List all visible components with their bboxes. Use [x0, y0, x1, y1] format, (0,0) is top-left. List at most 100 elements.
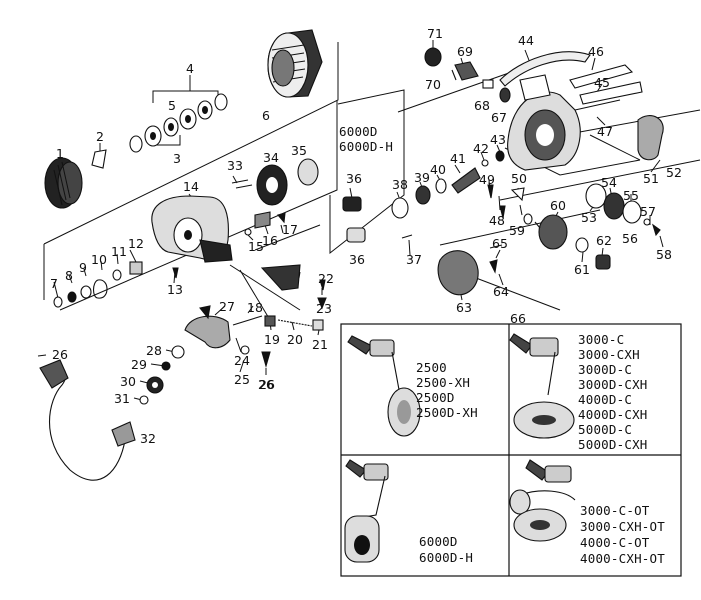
part-number-label: 25 — [234, 372, 250, 387]
handle-variant-1-model: 2500D — [416, 390, 455, 405]
handle-variant-4-model: 4000-CXH-OT — [580, 551, 665, 566]
handle-variant-3-image — [344, 459, 389, 563]
part-number-label: 59 — [509, 223, 525, 238]
part-number-label: 58 — [656, 247, 672, 262]
handle-variant-2-model: 5000D-CXH — [578, 437, 648, 452]
part-number-label: 61 — [574, 262, 590, 277]
handle-variant-2-model: 3000-CXH — [578, 347, 640, 362]
group-label: 6000D 6000D-H — [339, 124, 393, 154]
rotor-part — [507, 74, 581, 171]
handle-variant-1-model: 2500 — [416, 360, 447, 375]
part-number-label: 15 — [248, 239, 264, 254]
part-number-label: 23 — [316, 301, 332, 316]
part-number-label: 69 — [457, 44, 473, 59]
part-number-label: 35 — [291, 143, 307, 158]
group-label-line: 6000D — [339, 124, 378, 139]
part-number-label: 44 — [518, 33, 534, 48]
part-number-label: 4 — [186, 61, 194, 76]
part-number-label: 21 — [312, 337, 328, 352]
part-number-label: 40 — [430, 162, 446, 177]
handle-variant-2-model: 5000D-C — [578, 422, 632, 437]
part-number-label: 60 — [550, 198, 566, 213]
handle-variant-4-model: 3000-C-OT — [580, 503, 650, 518]
part-number-label: 56 — [622, 231, 638, 246]
part-number-label: 51 — [643, 171, 659, 186]
part-number-labels: 1 2 3 4 5 6 7 8 9 10 11 12 13 14 15 16 1… — [50, 26, 682, 446]
part-number-label: 57 — [640, 204, 656, 219]
part-number-label: 70 — [425, 77, 441, 92]
part-number-label: 5 — [168, 98, 176, 113]
part-number-label: 53 — [581, 210, 597, 225]
part-number-label: 29 — [131, 357, 147, 372]
part-number-label: 31 — [114, 391, 130, 406]
part-number-label: 71 — [427, 26, 443, 41]
part-number-label: 14 — [183, 179, 199, 194]
handle-variant-4-image — [509, 459, 576, 542]
part-number-label: 38 — [392, 177, 408, 192]
part-number-label: 6 — [262, 108, 270, 123]
part-number-label: 10 — [91, 252, 107, 267]
handle-variant-1-model: 2500D-XH — [416, 405, 478, 420]
part-number-label: 63 — [456, 300, 472, 315]
part-number-label: 22 — [318, 271, 334, 286]
part-number-label: 24 — [234, 353, 250, 368]
part-number-label: 48 — [489, 213, 505, 228]
handle-variant-1-model: 2500-XH — [416, 375, 470, 390]
part-number-label: 55 — [623, 188, 639, 203]
part-number-label: 27 — [219, 299, 235, 314]
part-number-label: 64 — [493, 284, 509, 299]
handle-variant-4-model: 4000-C-OT — [580, 535, 650, 550]
handle-variant-2-model: 3000-C — [578, 332, 624, 347]
group-label-line: 6000D-H — [339, 139, 393, 154]
part-number-label: 65 — [492, 236, 508, 251]
handle-variant-2-model: 4000D-CXH — [578, 407, 648, 422]
part-number-label: 37 — [406, 252, 422, 267]
part-number-label: 28 — [146, 343, 162, 358]
part-number-label: 30 — [120, 374, 136, 389]
handle-variant-2-model: 4000D-C — [578, 392, 632, 407]
part-number-label: 32 — [140, 431, 156, 446]
handle-variant-1-image — [347, 335, 421, 437]
part-number-label: 52 — [666, 165, 682, 180]
handle-variant-4-model: 3000-CXH-OT — [580, 519, 665, 534]
body-part — [151, 195, 233, 263]
handle-variant-2-model: 3000D-C — [578, 362, 632, 377]
part-number-label: 67 — [491, 110, 507, 125]
part-number-label: 41 — [450, 151, 466, 166]
part-number-label: 36 — [346, 171, 362, 186]
part-number-label: 3 — [173, 151, 181, 166]
handle-variant-3-model: 6000D-H — [419, 550, 473, 565]
part-number-label: 47 — [597, 124, 613, 139]
part-number-label: 8 — [65, 268, 73, 283]
part-number-label: 1 — [56, 146, 64, 161]
part-number-label: 54 — [601, 175, 617, 190]
part-number-label: 62 — [596, 233, 612, 248]
part-shapes — [39, 29, 664, 481]
handle-variant-2-image — [509, 333, 575, 439]
part-number-label: 33 — [227, 158, 243, 173]
part-number-label: 66 — [510, 311, 526, 326]
handle-variant-2-model: 3000D-CXH — [578, 377, 648, 392]
part-number-label: 16 — [262, 233, 278, 248]
part-number-label: 50 — [511, 171, 527, 186]
part-number-label: 46 — [588, 44, 604, 59]
part-number-label: 34 — [263, 150, 279, 165]
part-number-label: 26 — [52, 347, 68, 362]
part-number-label: 9 — [79, 260, 87, 275]
part-number-label: 2 — [96, 129, 104, 144]
part-number-label: 49 — [479, 172, 495, 187]
part-number-label: 11 — [111, 244, 127, 259]
part-number-label: 19 — [264, 332, 280, 347]
part-number-label: 20 — [287, 332, 303, 347]
part-number-label: 7 — [50, 276, 58, 291]
part-number-label: 17 — [282, 222, 298, 237]
spool-part — [267, 29, 323, 98]
part-number-label: 26 — [258, 377, 274, 392]
part-number-label: 39 — [414, 170, 430, 185]
part-number-label: 45 — [594, 75, 610, 90]
part-number-label: 26 — [259, 377, 275, 392]
handle-variants-table: 2500 2500-XH 2500D 2500D-XH 3000-C 3000-… — [340, 323, 682, 577]
handle-variant-3-model: 6000D — [419, 534, 458, 549]
part-number-label: 36 — [349, 252, 365, 267]
